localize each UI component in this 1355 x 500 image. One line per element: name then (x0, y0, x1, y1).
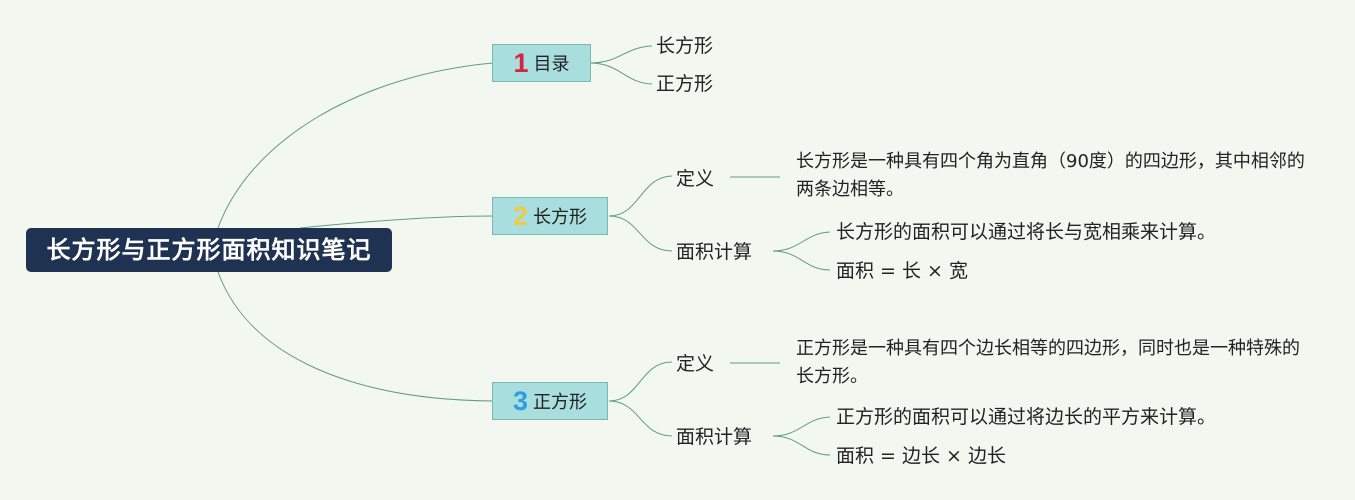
number-three-icon: 3 (512, 385, 529, 416)
square-area-item-1: 正方形的面积可以通过将边长的平方来计算。 (836, 406, 1217, 428)
branch-square[interactable]: 3 正方形 (492, 382, 608, 420)
connector-root-to-square (217, 271, 494, 402)
connector-rect-area-item-1 (772, 231, 831, 252)
rect-definition-label[interactable]: 定义 (676, 168, 715, 190)
square-definition-label[interactable]: 定义 (676, 353, 715, 375)
connector-square-definition (608, 361, 673, 402)
toc-item-square[interactable]: 正方形 (656, 73, 714, 95)
rect-area-item-1: 长方形的面积可以通过将长与宽相乘来计算。 (836, 221, 1217, 243)
connector-square-area-item-1 (772, 416, 831, 437)
connector-rect-area (608, 215, 673, 252)
connector-square-area (608, 400, 673, 437)
branch-label-rectangle: 长方形 (533, 207, 588, 228)
branch-label-toc: 目录 (533, 54, 570, 75)
branch-toc[interactable]: 1 目录 (492, 44, 591, 82)
rect-area-label[interactable]: 面积计算 (676, 241, 753, 263)
root-topic[interactable]: 长方形与正方形面积知识笔记 (26, 228, 392, 272)
connector-root-to-rectangle (299, 215, 494, 229)
square-area-label[interactable]: 面积计算 (676, 426, 753, 448)
rect-definition-text: 长方形是一种具有四个角为直角（90度）的四边形，其中相邻的两条边相等。 (796, 151, 1305, 200)
root-title: 长方形与正方形面积知识笔记 (46, 236, 372, 264)
square-area-formula: 面积 = 边长 × 边长 (836, 445, 1006, 467)
number-two-icon: 2 (512, 200, 529, 231)
connector-root-to-toc (217, 62, 494, 229)
toc-item-rectangle[interactable]: 长方形 (656, 35, 714, 57)
branch-rectangle[interactable]: 2 长方形 (492, 197, 608, 235)
branch-label-square: 正方形 (533, 392, 588, 413)
connector-toc-child-1 (589, 45, 653, 64)
rect-area-formula: 面积 = 长 × 宽 (836, 260, 968, 282)
connector-rect-definition (608, 175, 673, 217)
connector-rect-area-item-2 (772, 250, 831, 271)
connector-square-area-item-2 (772, 435, 831, 456)
square-definition-text: 正方形是一种具有四个边长相等的四边形，同时也是一种特殊的长方形。 (796, 338, 1300, 387)
connector-toc-child-2 (589, 62, 653, 85)
number-one-icon: 1 (513, 47, 529, 78)
